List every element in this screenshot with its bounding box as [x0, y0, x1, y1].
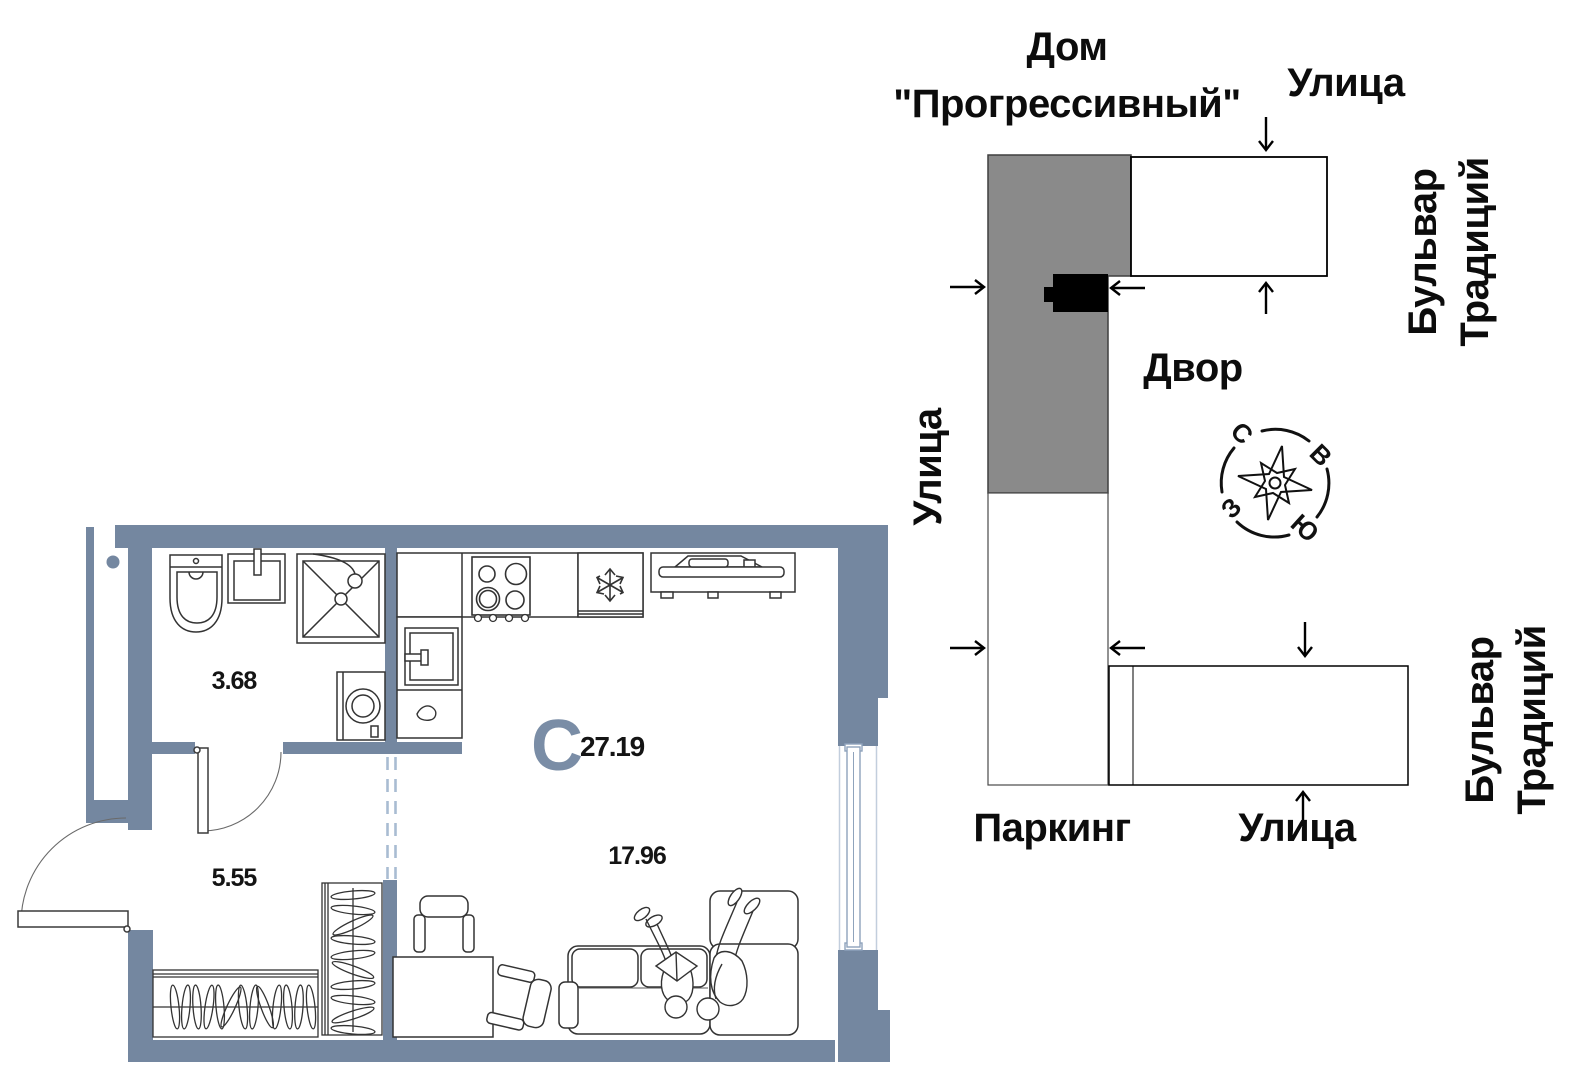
building-section-gray [987, 154, 1132, 494]
toilet [169, 554, 223, 633]
person-lounging [696, 887, 761, 1021]
zone-partition-dashed [386, 757, 397, 879]
arrow-right-icon [950, 279, 986, 295]
head [664, 995, 688, 1019]
arrow-left-icon [1109, 640, 1145, 656]
building-section-white [987, 492, 1109, 786]
desk-chair [413, 895, 475, 953]
street-label-left: Улица [906, 408, 950, 526]
arrow-down-icon [1297, 622, 1313, 658]
window [838, 743, 878, 951]
unit-type-letter: С [531, 706, 583, 787]
compass-rose: С В З Ю [1215, 416, 1339, 548]
boulevard-label-top: Бульвар Традиций [1397, 157, 1501, 346]
hangers-icons [169, 984, 317, 1030]
arrow-up-icon [1295, 790, 1311, 825]
wardrobe-vertical [321, 882, 383, 1036]
boulevard-word-1: Бульвар [1401, 168, 1445, 336]
entrance-door [17, 817, 131, 933]
wing-bottom [1108, 665, 1409, 786]
snowflake-icon [595, 567, 625, 603]
desk-table [392, 956, 494, 1038]
arrow-right-icon [950, 640, 986, 656]
washing-machine [336, 671, 386, 741]
wing-top [1130, 156, 1328, 277]
compass-west: З [1215, 492, 1248, 525]
arrow-down-icon [1258, 117, 1274, 152]
bathroom-door [193, 746, 282, 834]
head [696, 997, 720, 1021]
boulevard-word-2: Традиций [1510, 625, 1554, 815]
stove [471, 556, 531, 623]
side-chair [486, 964, 552, 1031]
building-name-line2: "Прогрессивный" [893, 82, 1241, 126]
room-area-bathroom: 3.68 [211, 666, 258, 695]
site-plan: С В З Ю [950, 117, 1409, 825]
boulevard-word-1: Бульвар [1458, 636, 1502, 804]
wardrobe-horizontal [152, 969, 319, 1038]
building-name-line1: Дом [1026, 25, 1108, 69]
kitchen-sink [404, 627, 459, 686]
street-label-bottom: Улица [1238, 806, 1356, 850]
compass-east: В [1304, 438, 1338, 472]
parking-label: Паркинг [973, 806, 1131, 850]
boulevard-word-2: Традиций [1453, 157, 1497, 347]
arrow-left-icon [1109, 280, 1145, 296]
boulevard-label-bottom: Бульвар Традиций [1454, 625, 1558, 814]
shower [296, 553, 386, 644]
unit-total-area: 27.19 [579, 730, 645, 762]
shaft-dot-icon [106, 555, 120, 569]
courtyard-label: Двор [1143, 346, 1243, 390]
unit-location-marker [1044, 274, 1108, 312]
walls [86, 525, 890, 1062]
dishwasher-drop-icon [416, 705, 437, 721]
room-area-living: 17.96 [608, 841, 667, 870]
bathroom-sink [227, 548, 286, 604]
fridge [577, 552, 644, 618]
person-reading [633, 906, 699, 1019]
hangers-icons [330, 889, 376, 1036]
room-area-hallway: 5.55 [211, 863, 258, 892]
tv-console [650, 552, 796, 599]
street-label-top: Улица [1287, 61, 1405, 105]
arrow-up-icon [1258, 281, 1274, 314]
compass-star-icon [1237, 445, 1313, 521]
direction-arrows [950, 117, 1313, 825]
compass-north: С [1225, 416, 1260, 451]
